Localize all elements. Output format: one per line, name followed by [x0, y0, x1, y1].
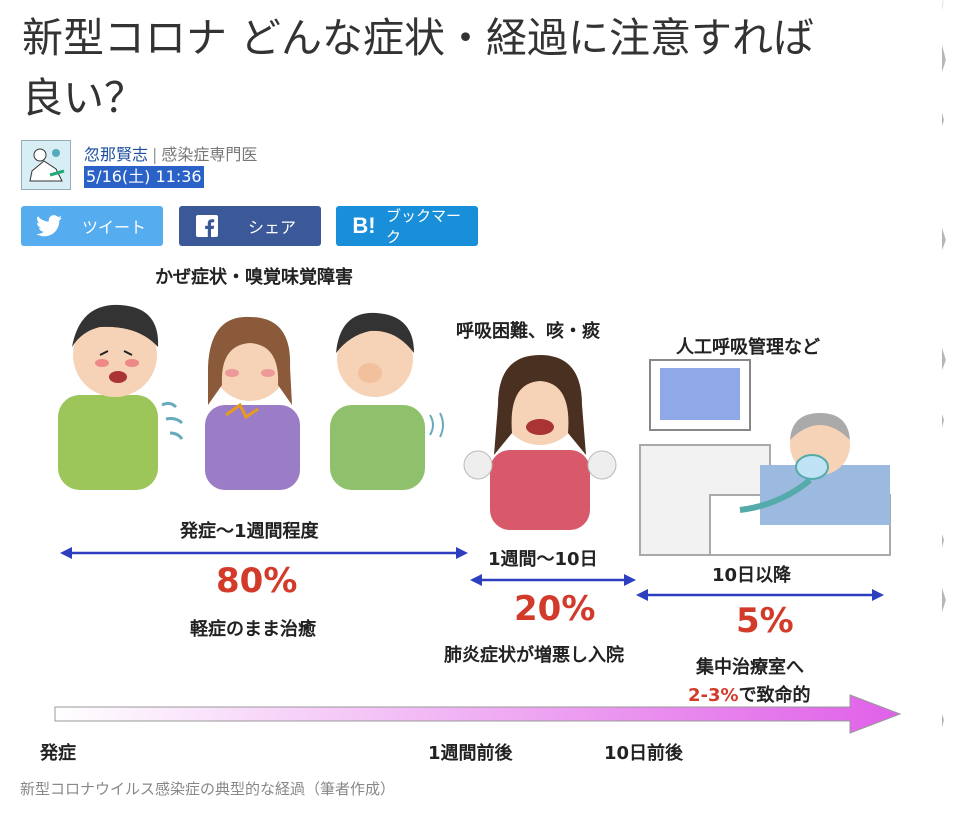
breathing-difficulty-person-illustration — [463, 355, 617, 530]
span1-label: 発症〜1週間程度 — [180, 521, 319, 542]
title-line-1: 新型コロナ どんな症状・経過に注意すれば — [22, 14, 815, 62]
span-arrow-3 — [636, 589, 884, 601]
hatena-bookmark-label: ブックマーク — [386, 208, 462, 246]
hatena-bookmark-button[interactable]: B! ブックマーク — [336, 206, 478, 246]
hatena-b-icon: B! — [352, 213, 376, 238]
span3-percentage: 5% — [736, 601, 794, 641]
span1-description: 軽症のまま治癒 — [190, 619, 316, 640]
facebook-share-button[interactable]: シェア — [179, 206, 321, 246]
tweet-button[interactable]: ツイート — [21, 206, 163, 246]
timeline-start-label: 発症 — [40, 743, 76, 764]
span2-label: 1週間〜10日 — [488, 549, 598, 570]
timeline-arrow — [54, 694, 902, 734]
article-title: 新型コロナ どんな症状・経過に注意すれば 良い？ — [22, 8, 922, 128]
label-breathing-symptoms: 呼吸困難、咳・痰 — [456, 321, 600, 342]
disease-course-figure: かぜ症状・嗅覚味覚障害 呼吸困難、咳・痰 人工呼吸管理など 発症〜1週間程度 8… — [20, 255, 920, 775]
author-avatar[interactable] — [21, 140, 71, 190]
span3-description-2: 2-3%で致命的 — [688, 681, 811, 707]
facebook-f-icon — [185, 215, 229, 237]
title-line-2: 良い？ — [22, 74, 145, 122]
twitter-bird-icon — [27, 215, 71, 237]
span-arrow-1 — [60, 547, 468, 559]
label-cold-symptoms: かぜ症状・嗅覚味覚障害 — [155, 267, 353, 288]
span3-description-1: 集中治療室へ — [696, 657, 804, 678]
figure-caption: 新型コロナウイルス感染症の典型的な経過（筆者作成） — [20, 780, 396, 798]
author-name-link[interactable]: 忽那賢志 — [84, 145, 149, 164]
ventilator-scene-illustration — [639, 359, 891, 556]
span3-label: 10日以降 — [712, 565, 792, 586]
figure-illustration — [54, 304, 902, 734]
smell-loss-person-illustration — [330, 312, 444, 490]
span1-percentage: 80% — [216, 561, 298, 601]
facebook-share-label: シェア — [247, 220, 296, 237]
timeline-end-label: 10日前後 — [604, 743, 684, 764]
label-ventilator: 人工呼吸管理など — [676, 337, 820, 358]
span-arrow-2 — [470, 574, 636, 586]
publish-date: 5/16(土) 11:36 — [84, 166, 204, 188]
sore-throat-person-illustration — [205, 316, 300, 490]
fatality-rate: 2-3% — [688, 685, 739, 706]
tweet-button-label: ツイート — [81, 220, 146, 237]
fatality-text: で致命的 — [738, 685, 811, 706]
avatar-illustration-icon — [22, 141, 70, 189]
span2-percentage: 20% — [514, 589, 596, 629]
timeline-mid-label: 1週間前後 — [428, 743, 513, 764]
span2-description: 肺炎症状が増悪し入院 — [444, 645, 624, 666]
author-line: 忽那賢志|感染症専門医 — [84, 141, 257, 165]
torn-edge-bottom — [0, 794, 972, 830]
article-page: 新型コロナ どんな症状・経過に注意すれば 良い？ 忽那賢志|感染症専門医 5/1… — [20, 8, 922, 798]
torn-edge-right — [930, 0, 970, 828]
coughing-person-illustration — [58, 304, 184, 490]
author-role: 感染症専門医 — [161, 145, 258, 164]
author-separator: | — [152, 145, 158, 164]
